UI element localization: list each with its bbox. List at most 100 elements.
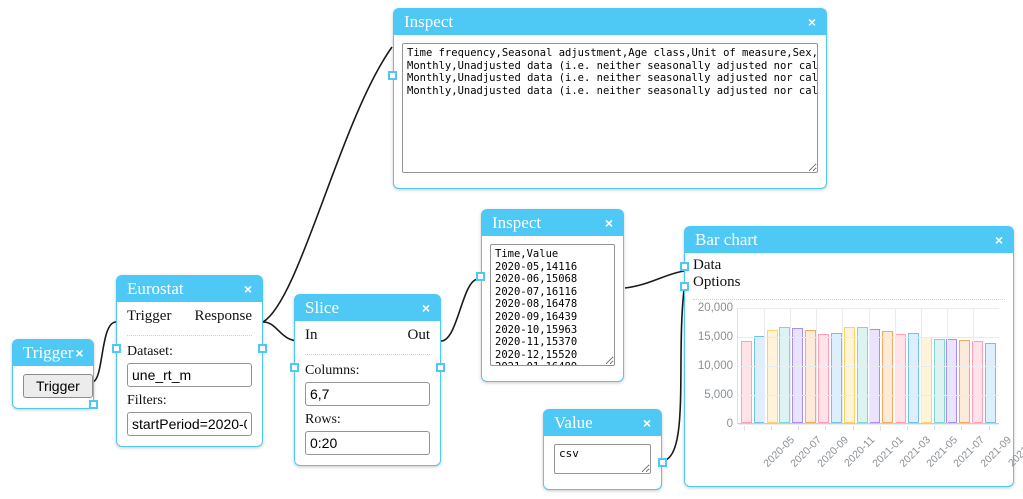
chart-vertical-gridline bbox=[816, 308, 818, 423]
port-inspect-top-in[interactable] bbox=[388, 71, 397, 80]
node-slice-titlebar[interactable]: Slice × bbox=[295, 295, 440, 321]
node-inspect-top-titlebar[interactable]: Inspect × bbox=[394, 9, 826, 35]
node-value-title: Value bbox=[554, 413, 593, 432]
chart-gridline bbox=[738, 424, 999, 425]
chart-bars bbox=[738, 308, 999, 423]
node-slice[interactable]: Slice × In Out Columns: Rows: bbox=[290, 294, 445, 466]
chart-x-tick bbox=[879, 426, 881, 431]
close-icon[interactable]: × bbox=[243, 281, 252, 297]
close-icon[interactable]: × bbox=[421, 300, 430, 316]
node-barchart-titlebar[interactable]: Bar chart × bbox=[685, 227, 1013, 253]
chart-bar bbox=[920, 336, 932, 423]
dataset-input[interactable] bbox=[127, 363, 252, 387]
node-inspect-top-title: Inspect bbox=[404, 12, 454, 31]
chart-y-tick-label: 5,000 bbox=[704, 389, 733, 401]
close-icon[interactable]: × bbox=[994, 232, 1003, 248]
slice-port-row: In Out bbox=[305, 327, 430, 344]
chart-bar bbox=[984, 343, 996, 423]
close-icon[interactable]: × bbox=[807, 14, 816, 30]
inspect-top-textarea[interactable] bbox=[402, 43, 818, 173]
chart-vertical-gridline bbox=[946, 308, 948, 423]
barchart-port-options-row: Options bbox=[693, 274, 1005, 291]
dataset-label: Dataset: bbox=[127, 344, 173, 359]
port-label-out: Out bbox=[407, 327, 431, 343]
chart-x-tick bbox=[771, 426, 772, 431]
chart-x-tick bbox=[988, 426, 990, 431]
port-label-response-out: Response bbox=[194, 308, 253, 324]
chart-bar bbox=[959, 340, 971, 423]
chart-vertical-gridline bbox=[842, 308, 844, 423]
chart-plot-area: 0 5,000 10,000 15,000 20,000 bbox=[698, 302, 999, 430]
filters-label: Filters: bbox=[127, 393, 167, 408]
eurostat-port-row: Trigger Response bbox=[127, 308, 252, 325]
filters-input[interactable] bbox=[127, 412, 252, 436]
node-value-titlebar[interactable]: Value × bbox=[544, 410, 661, 436]
port-eurostat-trigger-in[interactable] bbox=[112, 344, 121, 353]
port-slice-out[interactable] bbox=[436, 363, 445, 372]
node-barchart[interactable]: Bar chart × Data Options 0 5,000 10,000 15,… bbox=[680, 226, 1023, 487]
node-eurostat[interactable]: Eurostat × Trigger Response Dataset: Fil… bbox=[112, 275, 267, 447]
chart-x-tick bbox=[934, 426, 936, 431]
chart-bar bbox=[972, 341, 984, 423]
node-slice-title: Slice bbox=[305, 298, 339, 317]
close-icon[interactable]: × bbox=[642, 415, 651, 431]
rows-label: Rows: bbox=[305, 412, 341, 427]
chart-bar bbox=[933, 338, 945, 423]
columns-input[interactable] bbox=[305, 382, 430, 406]
node-trigger-titlebar[interactable]: Trigger × bbox=[13, 340, 93, 366]
chart-vertical-gridline bbox=[764, 308, 766, 423]
value-textarea[interactable] bbox=[554, 444, 651, 474]
barchart-port-data-row: Data bbox=[693, 257, 1005, 274]
chart-bar bbox=[869, 329, 881, 423]
chart-x-tick bbox=[907, 426, 908, 431]
close-icon[interactable]: × bbox=[604, 215, 613, 231]
chart-vertical-gridline bbox=[972, 308, 974, 423]
chart-bar bbox=[843, 327, 855, 423]
node-trigger[interactable]: Trigger × Trigger bbox=[12, 339, 98, 409]
chart-y-tick-label: 0 bbox=[726, 418, 733, 430]
port-barchart-data-in[interactable] bbox=[680, 262, 689, 271]
close-icon[interactable]: × bbox=[75, 345, 84, 361]
divider bbox=[305, 354, 430, 355]
node-barchart-title: Bar chart bbox=[695, 230, 758, 249]
port-label-in: In bbox=[305, 327, 318, 343]
rows-input[interactable] bbox=[305, 431, 430, 455]
node-inspect-mid[interactable]: Inspect × bbox=[476, 209, 624, 382]
port-trigger-out[interactable] bbox=[89, 400, 98, 409]
chart-vertical-gridline bbox=[868, 308, 870, 423]
port-eurostat-response-out[interactable] bbox=[258, 344, 267, 353]
node-eurostat-title: Eurostat bbox=[127, 279, 184, 298]
port-label-trigger-in: Trigger bbox=[127, 308, 172, 324]
trigger-button[interactable]: Trigger bbox=[23, 374, 93, 398]
node-inspect-mid-title: Inspect bbox=[492, 213, 542, 232]
chart-bar bbox=[946, 338, 958, 423]
chart-x-tick bbox=[825, 426, 827, 431]
divider bbox=[127, 335, 252, 336]
port-value-out[interactable] bbox=[658, 458, 667, 467]
columns-label: Columns: bbox=[305, 363, 360, 378]
node-inspect-top[interactable]: Inspect × bbox=[388, 8, 827, 189]
chart-y-tick-label: 20,000 bbox=[697, 302, 733, 314]
port-slice-in[interactable] bbox=[290, 363, 299, 372]
chart-vertical-gridline bbox=[920, 308, 922, 423]
node-value[interactable]: Value × bbox=[543, 409, 667, 490]
port-label-options: Options bbox=[693, 274, 741, 290]
inspect-mid-textarea[interactable] bbox=[490, 244, 615, 366]
chart-bar bbox=[792, 327, 804, 423]
port-inspect-mid-in[interactable] bbox=[476, 272, 485, 281]
port-barchart-options-in[interactable] bbox=[680, 282, 689, 291]
chart-x-tick bbox=[852, 426, 854, 431]
divider bbox=[693, 299, 1005, 300]
chart-y-tick-label: 10,000 bbox=[697, 360, 733, 372]
chart-bar bbox=[882, 330, 894, 423]
chart-x-tick bbox=[961, 426, 963, 431]
chart-x-tick bbox=[798, 426, 800, 431]
chart-y-tick-label: 15,000 bbox=[697, 331, 733, 343]
port-label-data: Data bbox=[693, 257, 722, 273]
node-eurostat-titlebar[interactable]: Eurostat × bbox=[117, 276, 262, 302]
node-inspect-mid-titlebar[interactable]: Inspect × bbox=[482, 210, 623, 236]
chart-bar bbox=[895, 334, 907, 423]
chart-bar bbox=[830, 332, 842, 423]
